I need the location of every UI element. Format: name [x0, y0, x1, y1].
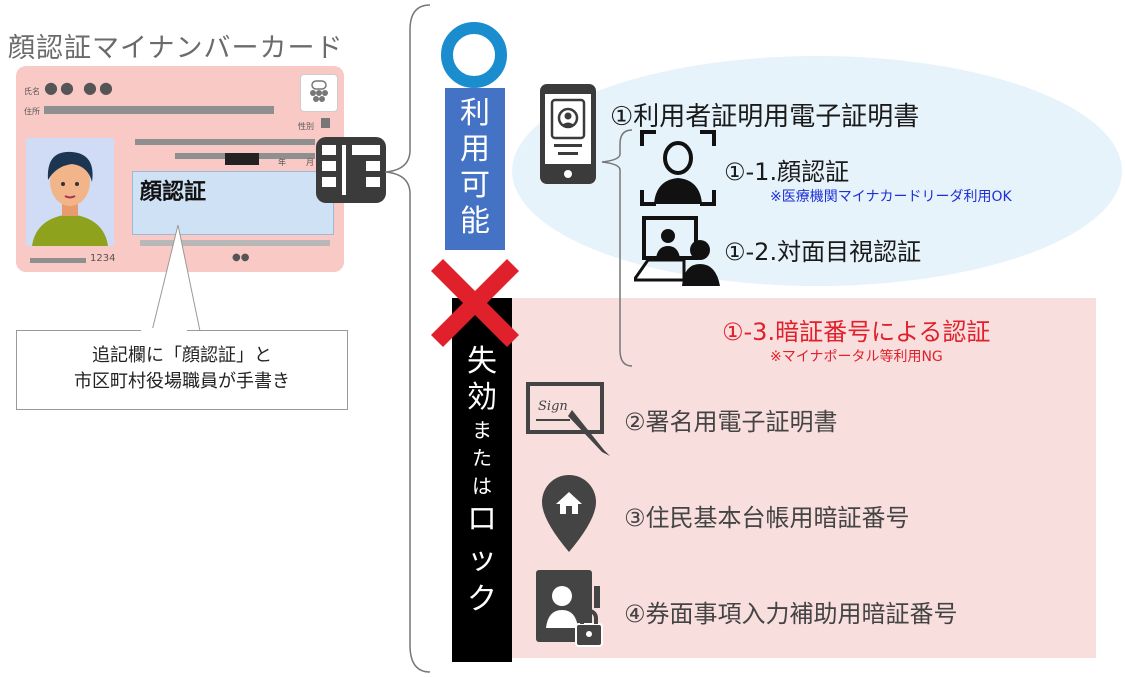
face-recognition-icon: [640, 130, 716, 206]
available-char-4: 能: [460, 204, 490, 239]
invalid-cross-icon: [430, 258, 520, 348]
smartphone-icon: [540, 84, 596, 184]
invalid-char-3: ま: [472, 418, 492, 442]
ic-chip-icon: [316, 137, 386, 203]
person-avatar-icon: [32, 151, 108, 246]
sign-cert-label: ②署名用電子証明書: [624, 408, 838, 436]
card-info-pin-label: ④券面事項入力補助用暗証番号: [624, 600, 958, 628]
invalid-area: [512, 298, 1096, 658]
invalid-char-4: た: [472, 446, 492, 470]
inner-brace: [601, 129, 633, 367]
sex-box: [321, 118, 330, 128]
callout-line-2: 市区町村役場職員が手書き: [74, 371, 290, 392]
resident-pin-label: ③住民基本台帳用暗証番号: [624, 504, 910, 532]
available-char-1: 利: [460, 96, 490, 131]
face-auth-field: [132, 171, 334, 235]
available-bar: 利 用 可 能: [445, 88, 505, 250]
user-cert-label: ①利用者証明用電子証明書: [610, 102, 920, 132]
masked-dots: ●●: [232, 252, 250, 263]
callout-pointer: [151, 225, 201, 332]
sign-text: Sign: [538, 399, 568, 414]
name-masked: ●● ●●: [44, 78, 115, 97]
left-brace: [384, 4, 431, 673]
invalid-char-7: ッ: [467, 542, 497, 577]
callout-box: 追記欄に「顔認証」と 市区町村役場職員が手書き: [16, 330, 348, 410]
callout-line-1: 追記欄に「顔認証」と: [92, 345, 272, 366]
face-auth-note: ※医療機関マイナカードリーダ利用OK: [770, 189, 1012, 205]
pin-auth-label: ①-3.暗証番号による認証: [722, 318, 991, 346]
home-location-icon: [536, 472, 602, 554]
card-number: 1234: [90, 253, 116, 264]
available-area: [512, 56, 1122, 286]
card-section-title: 顔認証マイナンバーカード: [8, 33, 344, 64]
invalid-char-6: ロ: [467, 502, 497, 537]
invalid-char-1: 失: [467, 344, 497, 379]
visual-auth-label: ①-2.対面目視認証: [724, 238, 922, 266]
face-to-face-icon: [631, 214, 722, 286]
face-auth-handwritten: 顔認証: [140, 180, 207, 205]
available-circle-icon: [441, 22, 507, 88]
available-char-3: 可: [460, 168, 490, 203]
birth-box: [225, 153, 259, 165]
invalid-char-5: は: [472, 474, 492, 498]
invalid-char-2: 効: [467, 380, 497, 415]
month-label: 月: [306, 158, 314, 167]
address-masked: [44, 106, 274, 114]
sex-label: 性別: [298, 122, 314, 131]
masked-line-1: [135, 139, 315, 145]
card-photo: [26, 138, 114, 246]
id-lock-icon: [534, 566, 608, 650]
callout-join: [141, 328, 187, 331]
masked-line-3: [30, 258, 86, 263]
pin-auth-note: ※マイナポータル等利用NG: [770, 349, 943, 365]
available-char-2: 用: [460, 132, 490, 167]
invalid-bar: 失 効 ま た は ロ ッ ク: [452, 298, 512, 662]
address-label: 住所: [24, 107, 40, 116]
year-label: 年: [278, 158, 286, 167]
card-logo-icon: [300, 74, 338, 112]
masked-line-4: [140, 240, 330, 246]
signature-icon: Sign: [526, 380, 612, 460]
face-auth-label: ①-1.顔認証: [724, 158, 850, 186]
invalid-char-8: ク: [467, 582, 497, 617]
name-label: 氏名: [24, 87, 40, 96]
